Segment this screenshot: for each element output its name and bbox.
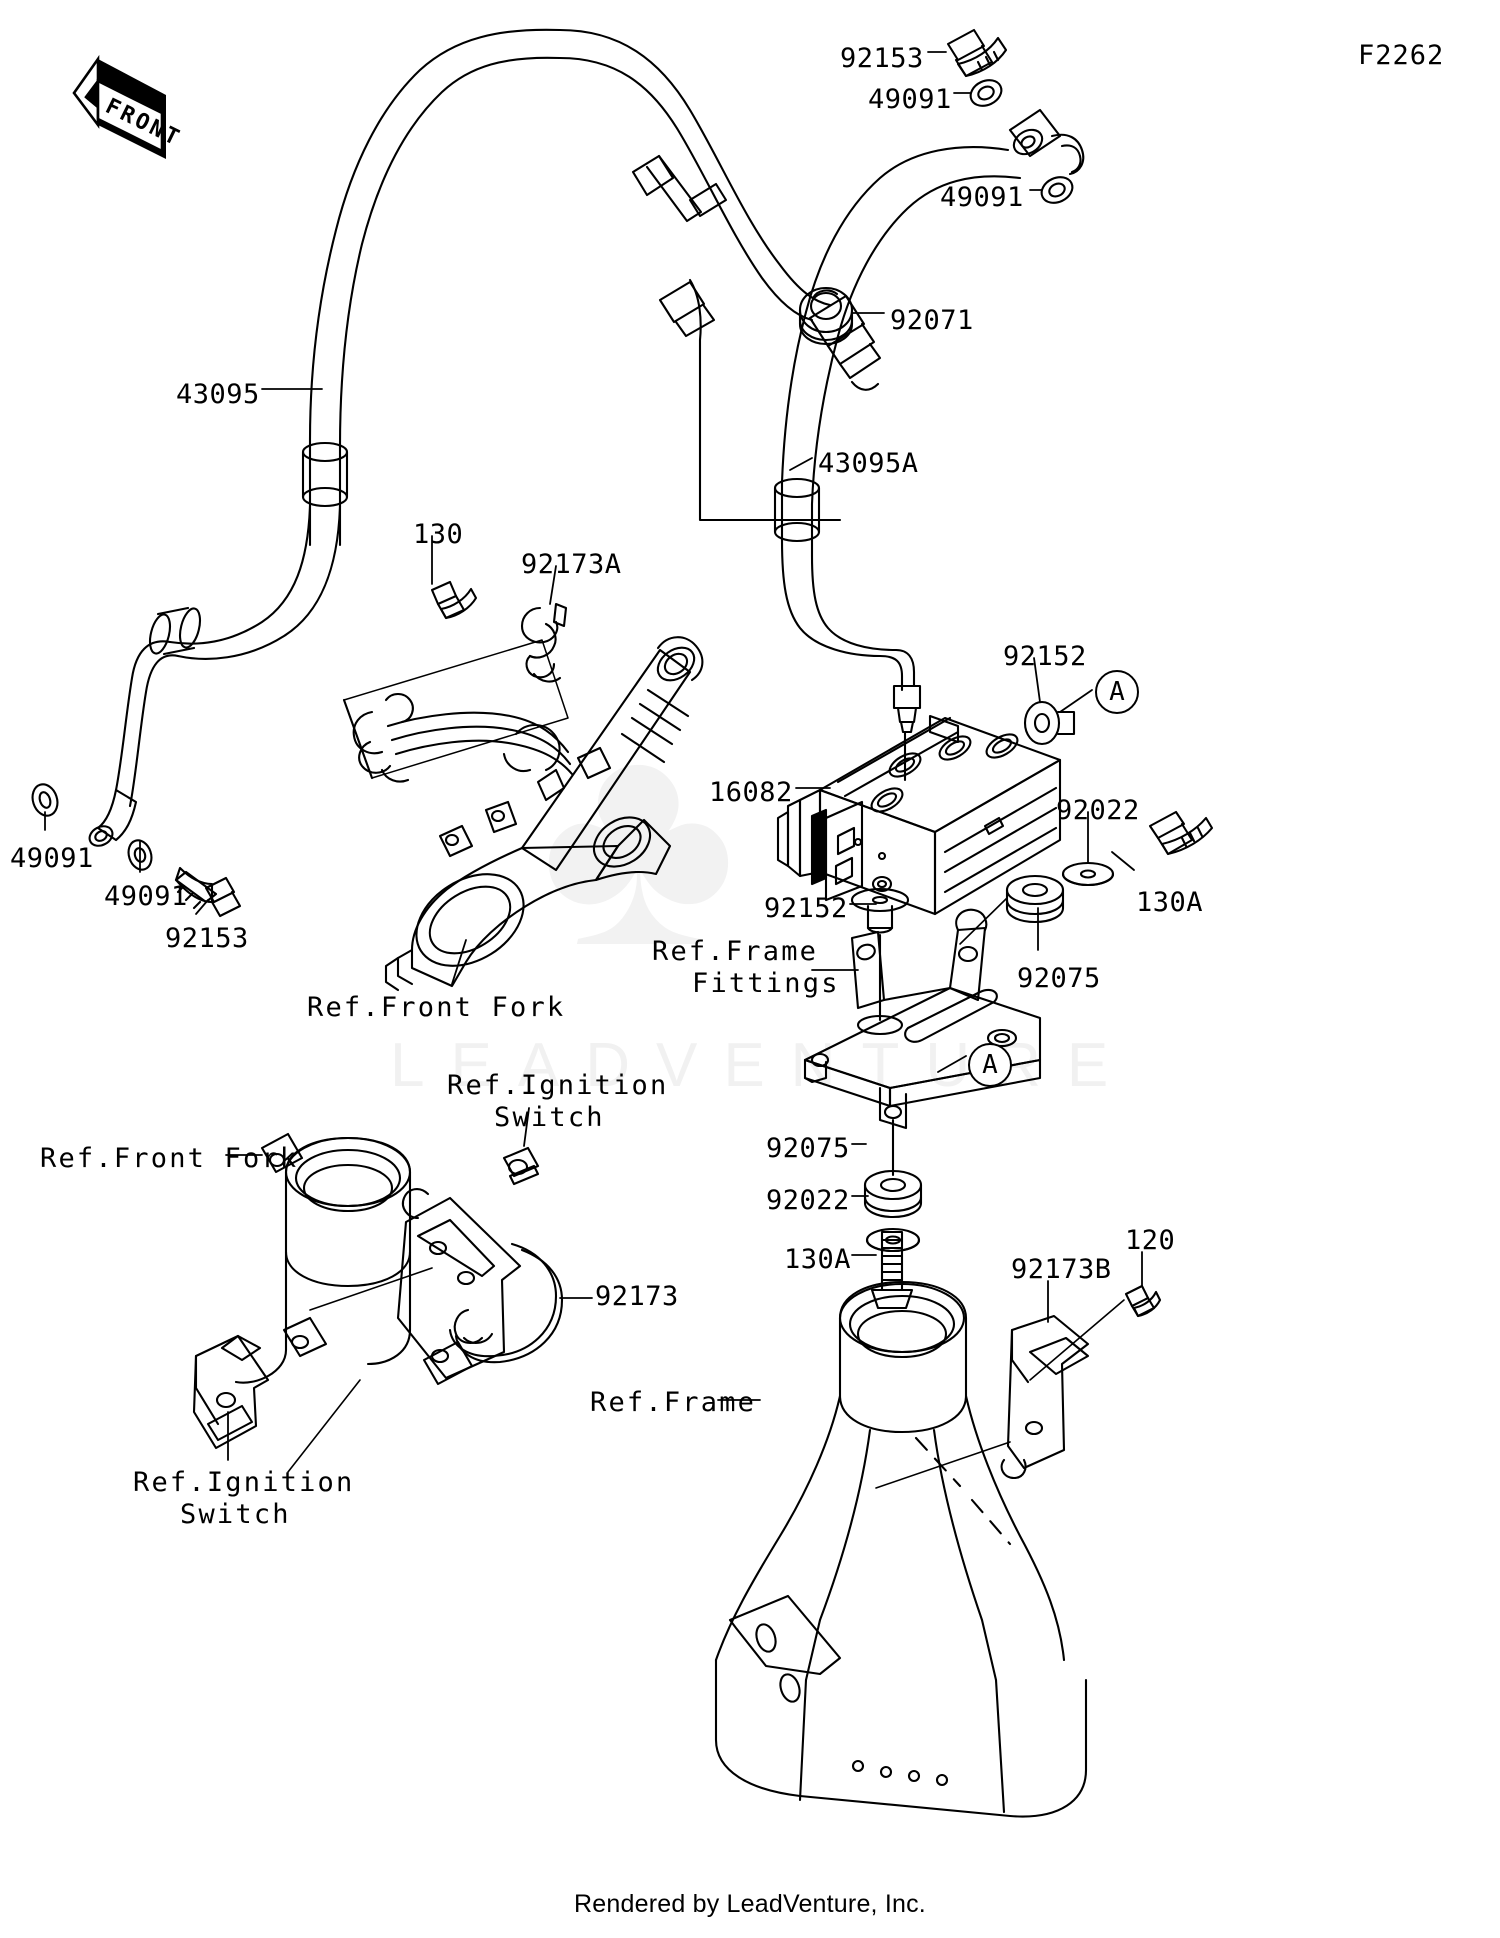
reference-label-line: Fittings bbox=[692, 967, 840, 999]
part-callout-92153: 92153 bbox=[840, 43, 924, 74]
part-callout-92071: 92071 bbox=[890, 305, 974, 336]
part-callout-92075: 92075 bbox=[1017, 963, 1101, 994]
part-callout-43095a: 43095A bbox=[818, 448, 919, 479]
part-callout-130a: 130A bbox=[1136, 887, 1204, 918]
part-callout-49091: 49091 bbox=[104, 881, 188, 912]
part-callout-49091: 49091 bbox=[940, 182, 1024, 213]
diagram-id: F2262 bbox=[1358, 40, 1445, 71]
front-direction-arrow: FRONT bbox=[60, 54, 190, 175]
part-callout-92173a: 92173A bbox=[521, 549, 622, 580]
reference-label-line: Switch bbox=[494, 1101, 605, 1133]
reference-label-line: Switch bbox=[180, 1498, 291, 1530]
reference-label-r-frame-bot: Ref.Frame bbox=[590, 1387, 756, 1419]
part-callout-43095: 43095 bbox=[176, 379, 260, 410]
part-callout-120: 120 bbox=[1125, 1225, 1176, 1256]
part-callout-92152: 92152 bbox=[1003, 641, 1087, 672]
renderer-credit-footer: Rendered by LeadVenture, Inc. bbox=[574, 1890, 926, 1918]
reference-circle-a: A bbox=[968, 1043, 1012, 1087]
part-callout-92152: 92152 bbox=[764, 893, 848, 924]
part-callout-49091: 49091 bbox=[868, 84, 952, 115]
part-callout-16082: 16082 bbox=[709, 777, 793, 808]
reference-label-r-front-fork-bot: Ref.Front Fork bbox=[40, 1143, 298, 1175]
reference-label-line: Ref.Ignition bbox=[133, 1467, 355, 1498]
part-callout-92022: 92022 bbox=[1056, 795, 1140, 826]
part-callout-49091: 49091 bbox=[10, 843, 94, 874]
part-callout-130: 130 bbox=[413, 519, 464, 550]
reference-label-line: Ref.Frame bbox=[590, 1387, 757, 1418]
part-callout-92173: 92173 bbox=[595, 1281, 679, 1312]
part-callout-92022: 92022 bbox=[766, 1185, 850, 1216]
reference-label-r-front-fork-mid: Ref.Front Fork bbox=[307, 992, 565, 1024]
part-callout-130a: 130A bbox=[784, 1244, 852, 1275]
reference-label-line: Ref.Frame bbox=[652, 936, 819, 967]
part-callout-92153: 92153 bbox=[165, 923, 249, 954]
part-callout-92075: 92075 bbox=[766, 1133, 850, 1164]
reference-label-line: Ref.Ignition bbox=[447, 1070, 669, 1101]
part-callout-92173b: 92173B bbox=[1011, 1254, 1112, 1285]
reference-label-line: Ref.Front Fork bbox=[40, 1143, 299, 1174]
reference-label-line: Ref.Front Fork bbox=[307, 992, 566, 1023]
reference-circle-a: A bbox=[1095, 670, 1139, 714]
